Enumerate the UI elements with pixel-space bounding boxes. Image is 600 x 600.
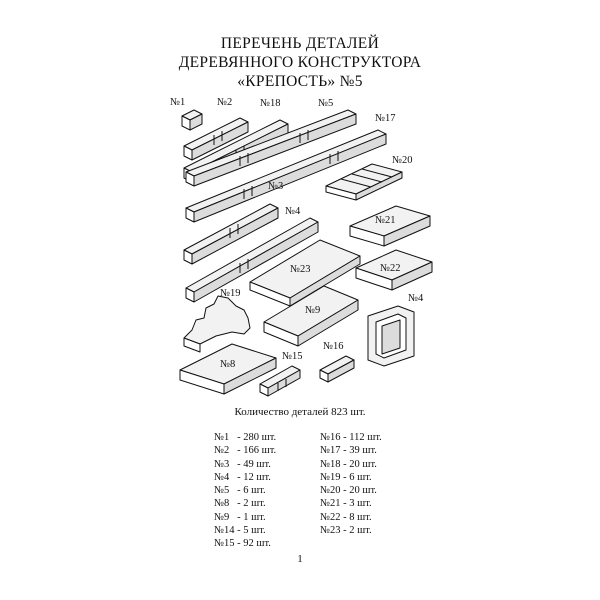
part-4-frame-drawing (367, 305, 415, 367)
label-part-15: №15 (282, 351, 303, 362)
label-part-21: №21 (375, 215, 396, 226)
part-9-drawing (263, 285, 359, 347)
title-line-3: «КРЕПОСТЬ» №5 (237, 73, 363, 90)
list-item: №1 - 280 шт. (214, 432, 277, 443)
title-line-2: ДЕРЕВЯННОГО КОНСТРУКТОРА (178, 54, 422, 71)
part-16-drawing (319, 355, 355, 383)
list-item: №14 - 5 шт. (214, 525, 266, 537)
part-3-drawing (183, 203, 279, 265)
part-2-drawing (183, 117, 249, 161)
label-part-4-frame: №4 (408, 293, 424, 304)
list-item: №15 - 92 шт. (214, 538, 271, 550)
label-part-16: №16 (323, 341, 344, 352)
list-item: №16 - 112 шт. (320, 432, 382, 443)
label-part-17: №17 (375, 113, 396, 124)
part-15-drawing (259, 365, 301, 397)
list-item: №2 - 166 шт. (214, 445, 277, 457)
part-22-drawing (355, 249, 433, 291)
list-item: №19 - 6 шт. (320, 471, 372, 483)
label-part-3: №3 (268, 181, 283, 192)
list-item: №20 - 20 шт. (320, 485, 377, 497)
label-part-18: №18 (260, 98, 281, 109)
list-item: №8 - 2 шт. (214, 498, 266, 510)
part-23-drawing (249, 239, 361, 307)
part-5-drawing (185, 109, 357, 187)
part-20-drawing (325, 163, 403, 201)
parts-list-left: №1 - 280 шт. №2 - 166 шт. №3 - 49 шт. №4… (214, 431, 276, 551)
label-part-1: №1 (170, 97, 185, 108)
list-item: №18 - 20 шт. (320, 458, 377, 470)
label-part-22: №22 (380, 263, 401, 274)
part-8-drawing (179, 343, 277, 395)
list-item: №17 - 39 шт. (320, 445, 377, 457)
label-part-4-beam: №4 (285, 206, 301, 217)
list-item: №21 - 3 шт. (320, 498, 372, 510)
list-item: №4 - 12 шт. (214, 471, 271, 483)
label-part-5: №5 (318, 98, 333, 109)
part-19-drawing (183, 295, 251, 353)
label-part-2: №2 (217, 97, 232, 108)
list-item: №23 - 2 шт. (320, 525, 372, 537)
total-parts-count: Количество деталей 823 шт. (234, 406, 366, 418)
part-17-drawing (185, 129, 387, 223)
page-number: 1 (297, 553, 303, 565)
part-1-drawing (181, 109, 203, 131)
label-part-23: №23 (290, 264, 311, 275)
list-item: №9 - 1 шт. (214, 511, 266, 523)
list-item: №3 - 49 шт. (214, 458, 271, 470)
part-21-drawing (349, 205, 431, 247)
label-part-20: №20 (392, 155, 413, 166)
label-part-8: №8 (220, 359, 235, 370)
list-item: №22 - 8 шт. (320, 511, 372, 523)
page-title: ПЕРЕЧЕНЬ ДЕТАЛЕЙ ДЕРЕВЯННОГО КОНСТРУКТОР… (0, 34, 600, 91)
parts-list-right: №16 - 112 шт. №17 - 39 шт. №18 - 20 шт. … (320, 431, 382, 537)
title-line-1: ПЕРЕЧЕНЬ ДЕТАЛЕЙ (220, 35, 380, 52)
label-part-19: №19 (220, 288, 241, 299)
list-item: №5 - 6 шт. (214, 485, 266, 497)
label-part-9: №9 (305, 305, 320, 316)
part-4-long-drawing (185, 217, 319, 303)
